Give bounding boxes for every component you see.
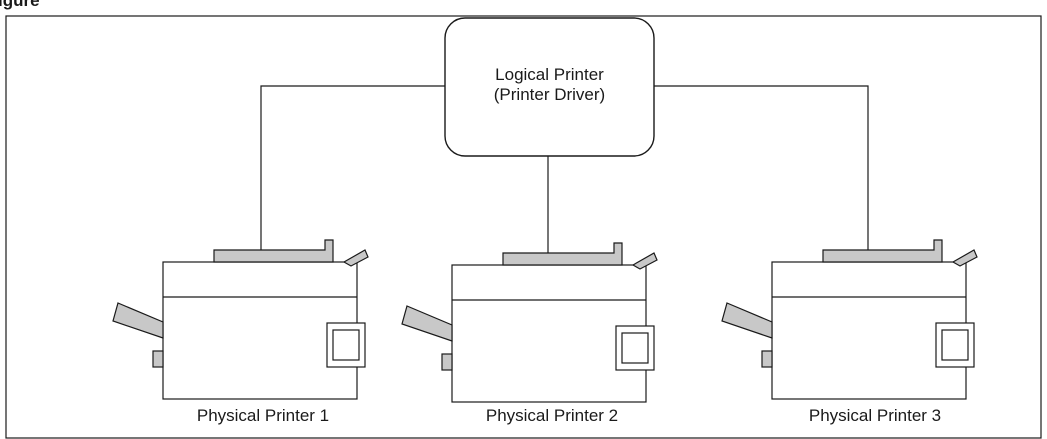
connector-line-3 (654, 86, 868, 250)
paper-tray-top (503, 243, 622, 265)
physical-printer-label-3: Physical Printer 3 (809, 406, 941, 425)
paper-input-tray (722, 303, 772, 338)
control-panel-inner (622, 333, 648, 363)
physical-printer-label-2: Physical Printer 2 (486, 406, 618, 425)
paper-output-tray (344, 250, 368, 266)
figure-caption: igure (0, 0, 40, 10)
paper-tray-top (214, 240, 333, 262)
paper-output-tray (633, 253, 657, 269)
physical-printer-label-1: Physical Printer 1 (197, 406, 329, 425)
physical-printer-3: Physical Printer 3 (722, 240, 977, 425)
side-button (153, 351, 163, 367)
control-panel-inner (942, 330, 968, 360)
paper-output-tray (953, 250, 977, 266)
control-panel-inner (333, 330, 359, 360)
physical-printer-2: Physical Printer 2 (402, 243, 657, 425)
side-button (762, 351, 772, 367)
paper-input-tray (402, 306, 452, 341)
logical-printer-subtitle: (Printer Driver) (494, 85, 605, 104)
paper-input-tray (113, 303, 163, 338)
side-button (442, 354, 452, 370)
physical-printer-1: Physical Printer 1 (113, 240, 368, 425)
logical-printer-title: Logical Printer (495, 65, 604, 84)
logical-printer-node: Logical Printer (Printer Driver) (445, 18, 654, 156)
paper-tray-top (823, 240, 942, 262)
connector-line-1 (261, 86, 445, 250)
